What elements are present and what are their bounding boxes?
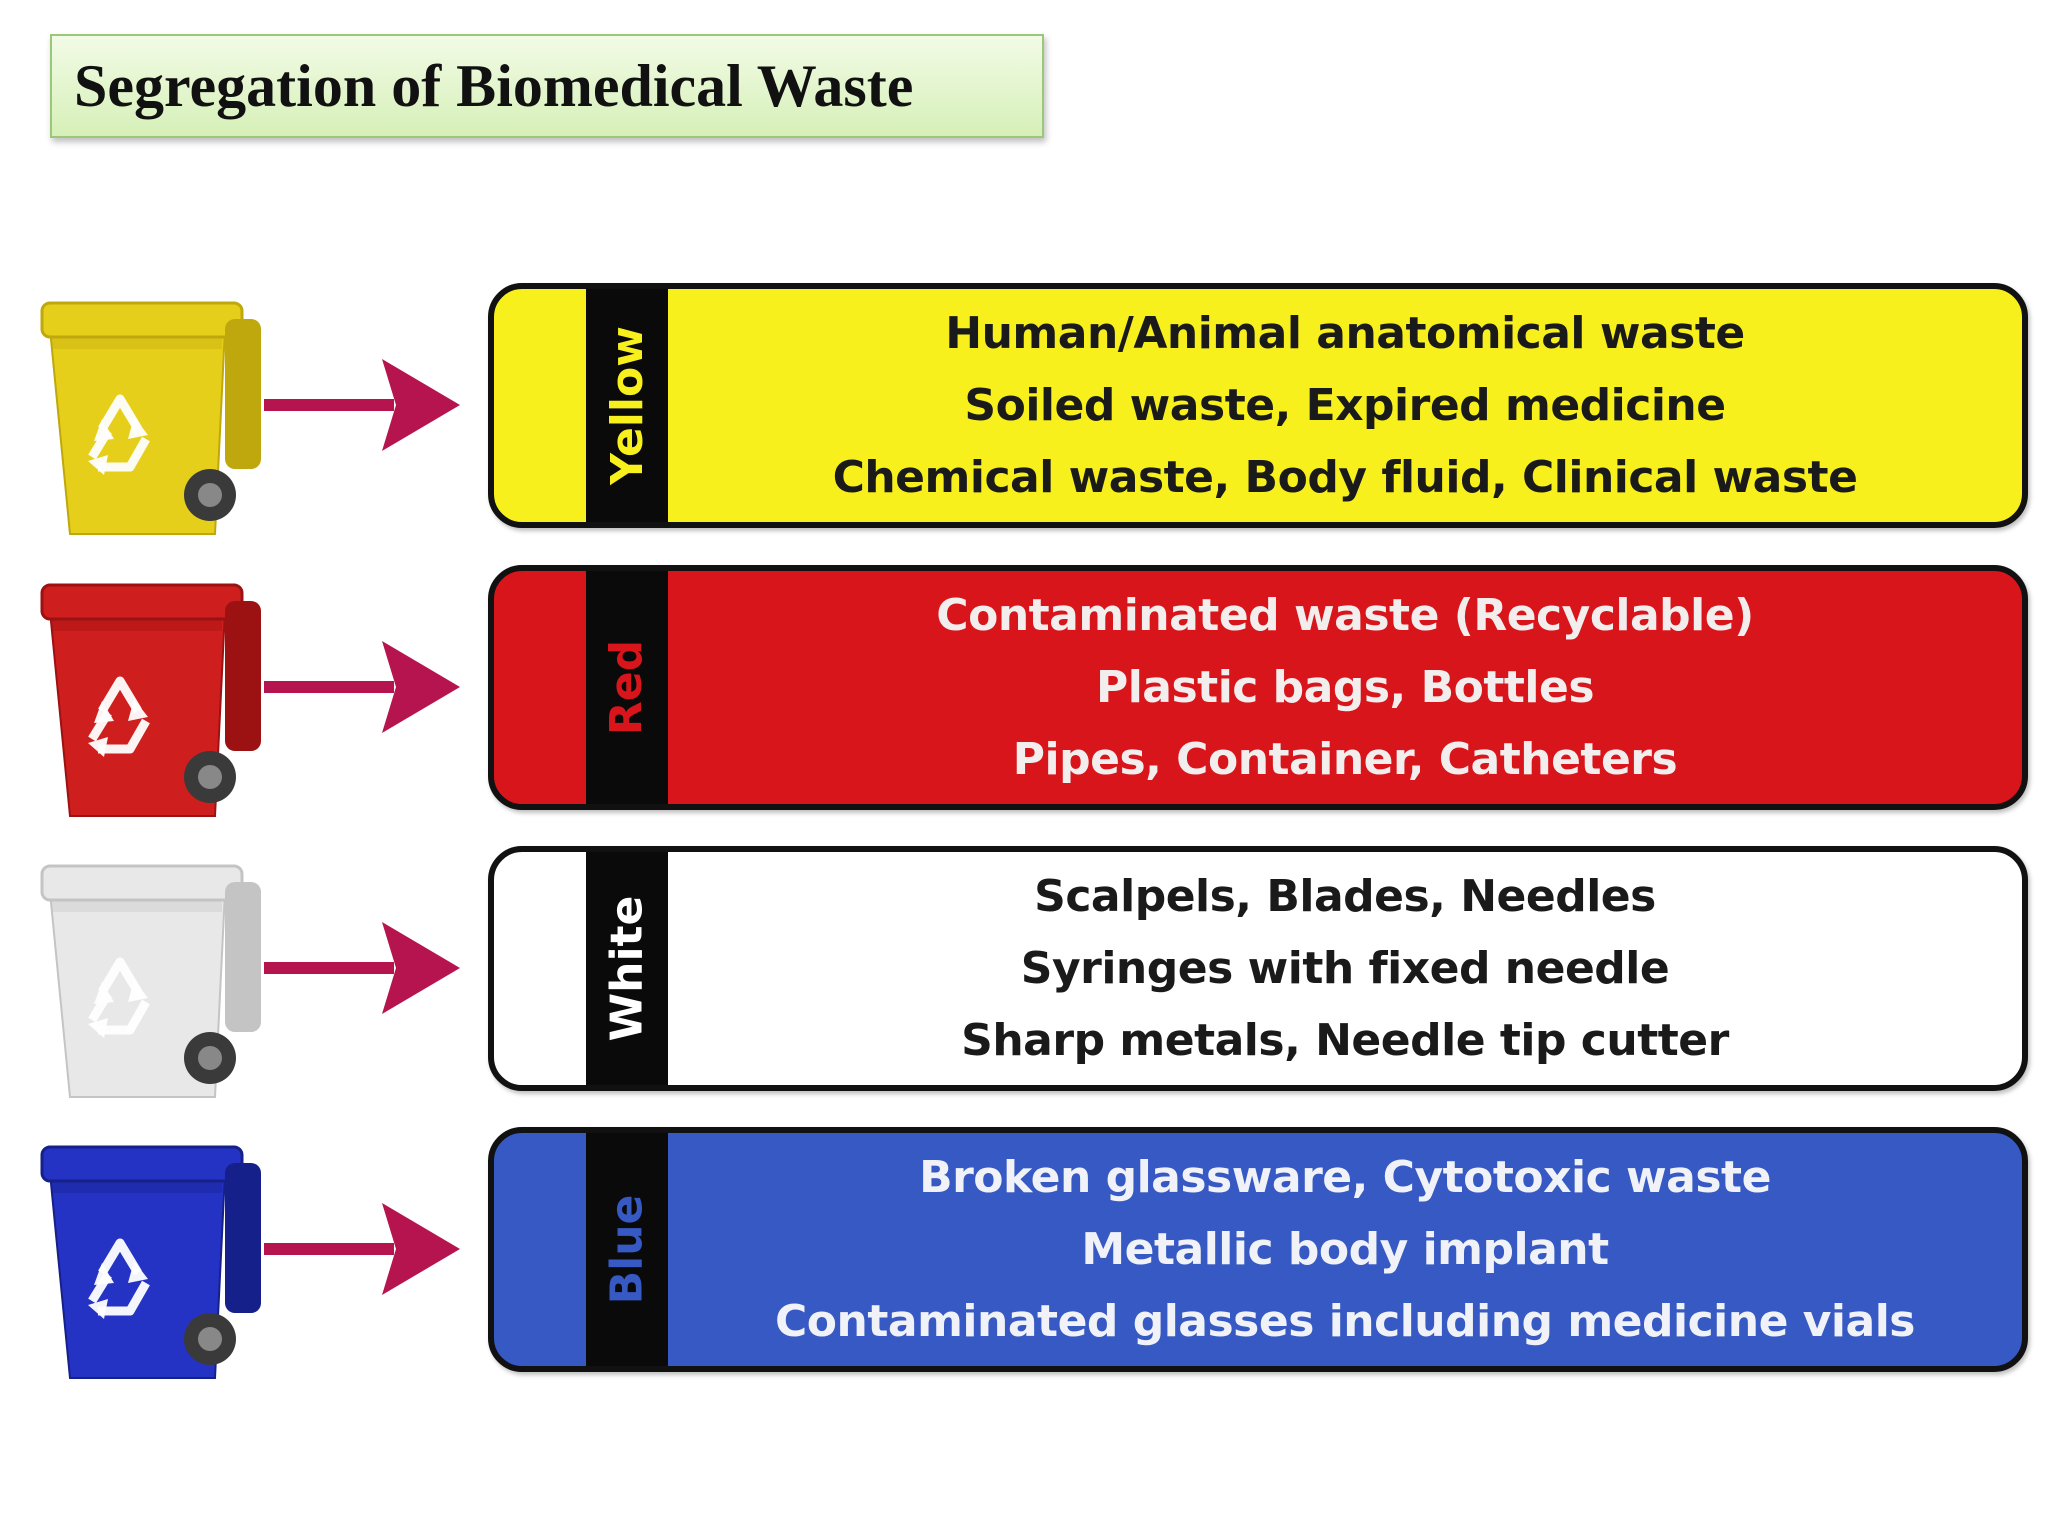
blue-bin-icon xyxy=(30,1133,270,1393)
arrow-right-icon xyxy=(262,633,462,743)
page-title: Segregation of Biomedical Waste xyxy=(74,52,914,119)
yellow-bin-icon xyxy=(30,289,270,549)
title-box: Segregation of Biomedical Waste xyxy=(50,34,1044,138)
category-label: Blue xyxy=(601,1194,653,1305)
waste-item: Metallic body implant xyxy=(1081,1223,1609,1275)
arrow-right-icon xyxy=(262,914,462,1024)
waste-item: Sharp metals, Needle tip cutter xyxy=(961,1014,1729,1066)
arrow-right-icon xyxy=(262,1195,462,1305)
red-bin-icon xyxy=(30,571,270,831)
waste-item: Contaminated waste (Recyclable) xyxy=(936,589,1754,641)
category-band: Blue xyxy=(586,1133,668,1366)
category-label: Red xyxy=(601,639,653,736)
category-band: Yellow xyxy=(586,289,668,522)
category-band: Red xyxy=(586,571,668,804)
category-label: White xyxy=(601,895,653,1042)
category-band: White xyxy=(586,852,668,1085)
waste-item: Syringes with fixed needle xyxy=(1020,942,1670,994)
white-bin-icon xyxy=(30,852,270,1112)
waste-item: Scalpels, Blades, Needles xyxy=(1034,870,1656,922)
waste-item: Plastic bags, Bottles xyxy=(1095,661,1595,713)
category-label: Yellow xyxy=(601,326,653,485)
waste-item: Chemical waste, Body fluid, Clinical was… xyxy=(832,451,1858,503)
red-waste-panel: Red Contaminated waste (Recyclable) Plasti… xyxy=(488,565,2028,810)
waste-item: Pipes, Container, Catheters xyxy=(1012,733,1678,785)
waste-item: Human/Animal anatomical waste xyxy=(945,307,1745,359)
waste-item: Contaminated glasses including medicine … xyxy=(775,1295,1915,1347)
waste-item: Soiled waste, Expired medicine xyxy=(964,379,1726,431)
waste-items: Contaminated waste (Recyclable) Plastic b… xyxy=(668,571,2022,804)
arrow-right-icon xyxy=(262,351,462,461)
waste-item: Broken glassware, Cytotoxic waste xyxy=(919,1151,1771,1203)
